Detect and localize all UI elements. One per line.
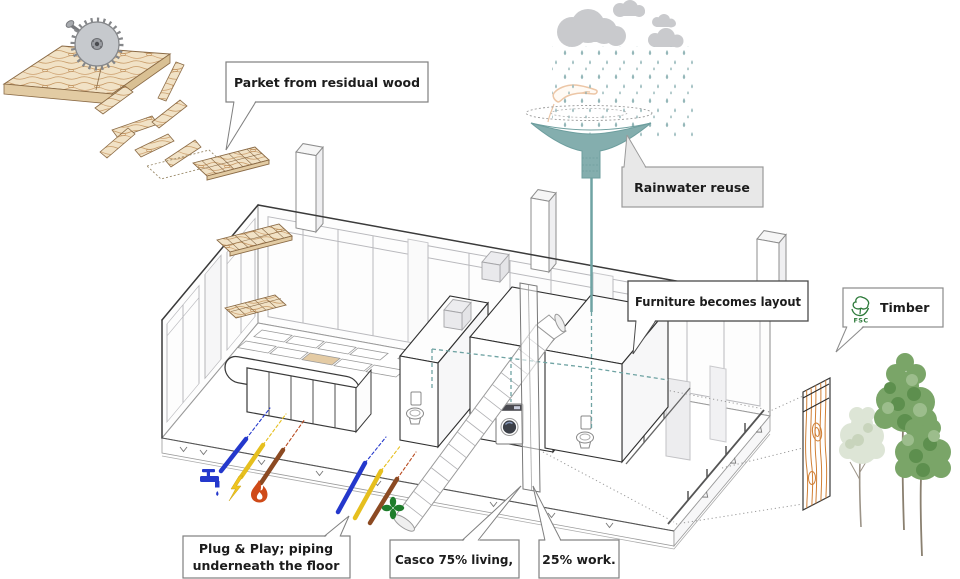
ventilation-duct [393, 313, 567, 532]
callout-parket: Parket from residual wood [225, 61, 429, 151]
parquet-panels [146, 146, 293, 319]
building-isometric [161, 143, 804, 550]
kitchen-island [224, 355, 372, 434]
rain-cloud-icon [557, 0, 684, 48]
trees [839, 353, 951, 557]
callout-plugplay-line1: Plug & Play; piping [199, 541, 333, 556]
callout-casco-label: Casco 75% living, [395, 552, 513, 567]
plug-play-pipes-2 [335, 436, 417, 526]
rainwater-collection [525, 0, 694, 179]
callout-casco: Casco 75% living, [389, 485, 522, 579]
timber-block [802, 377, 831, 511]
washing-machine-icon [495, 403, 524, 445]
callout-work: 25% work. [532, 485, 620, 579]
callout-plugplay-line2: underneath the floor [193, 558, 341, 573]
fsc-badge-label: FSC [853, 317, 868, 325]
flame-icon [251, 480, 268, 503]
work-section [542, 365, 804, 525]
plug-play-pipes-1 [218, 407, 306, 486]
callout-rainwater-label: Rainwater reuse [634, 180, 750, 195]
callout-timber: FSC Timber [835, 287, 944, 353]
rainwater-funnel-icon [525, 105, 653, 179]
exploded-guides [542, 367, 804, 525]
callout-timber-label: Timber [880, 300, 930, 315]
circular-saw-icon [65, 17, 124, 71]
tree-pale [839, 407, 885, 528]
callout-rainwater: Rainwater reuse [621, 134, 764, 208]
tree-green-2 [895, 419, 951, 557]
raindrops [552, 46, 694, 138]
fsc-logo-icon: FSC [851, 296, 870, 325]
callout-furniture-label: Furniture becomes layout [635, 294, 801, 309]
residual-wood-sawing [2, 17, 202, 168]
fan-icon [381, 496, 405, 520]
wood-planks [94, 61, 202, 168]
rainwater-pipe-network [431, 178, 669, 428]
callout-parket-label: Parket from residual wood [234, 75, 420, 90]
faucet-icon [200, 469, 220, 496]
glass-partition [519, 282, 541, 493]
callouts: Parket from residual wood Rainwater reus… [182, 61, 944, 579]
vent-cubes [443, 251, 510, 332]
callout-work-label: 25% work. [542, 552, 616, 567]
lightning-icon [228, 475, 244, 502]
callout-plugplay: Plug & Play; piping underneath the floor [182, 515, 351, 579]
callout-furniture: Furniture becomes layout [627, 280, 809, 355]
